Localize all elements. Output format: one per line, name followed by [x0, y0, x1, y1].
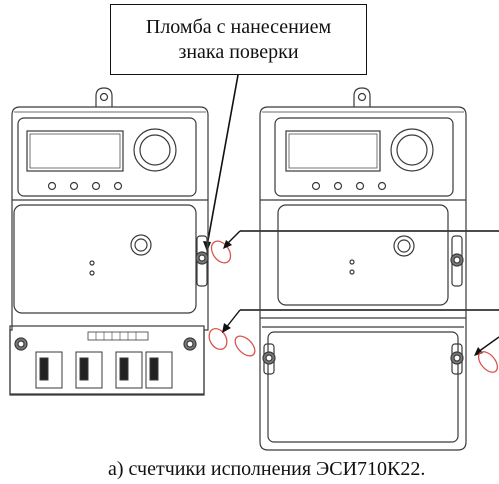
meter-left-cover-knob — [130, 234, 152, 256]
meter-right-top-panel — [274, 117, 454, 197]
meter-left-corner-screws — [14, 337, 197, 351]
meter-left-seal-lower — [208, 328, 228, 350]
callout-line-1: Пломба с нанесением — [145, 15, 332, 38]
meter-left-hook — [95, 87, 113, 107]
meter-right-terminal-cover — [267, 331, 459, 443]
figure-caption: а) счетчики исполнения ЭСИ710К22. — [108, 458, 426, 480]
meter-left — [9, 87, 232, 396]
meter-right-dial — [390, 128, 434, 172]
meter-left-dial — [133, 128, 177, 172]
meter-left-seal-upper — [210, 240, 232, 264]
meter-right-side-screw — [450, 235, 464, 287]
meter-right-seal-right — [477, 351, 499, 373]
meter-right — [234, 87, 499, 451]
meter-right-hook — [353, 87, 371, 107]
meter-right-buttons — [311, 181, 387, 191]
meter-left-body — [9, 106, 209, 396]
seal-callout-box: Пломба с нанесением знака поверки — [110, 4, 367, 75]
meter-left-terminals — [35, 351, 173, 389]
meter-left-top-panel — [17, 117, 197, 197]
meter-right-cover-screws — [262, 343, 464, 375]
seal-leader-lines — [222, 230, 499, 356]
meter-left-cover — [13, 204, 197, 314]
meter-right-seal-left — [234, 335, 256, 357]
meter-right-display — [285, 130, 381, 172]
meter-left-buttons — [47, 181, 123, 191]
meter-left-display — [26, 130, 124, 172]
meter-left-side-screw — [195, 235, 209, 287]
meter-right-cover-knob — [393, 235, 415, 257]
meter-right-body — [259, 106, 467, 451]
meter-left-terminal-block — [9, 325, 205, 395]
callout-line-2: знака поверки — [178, 40, 299, 63]
meter-right-cover — [277, 204, 449, 306]
